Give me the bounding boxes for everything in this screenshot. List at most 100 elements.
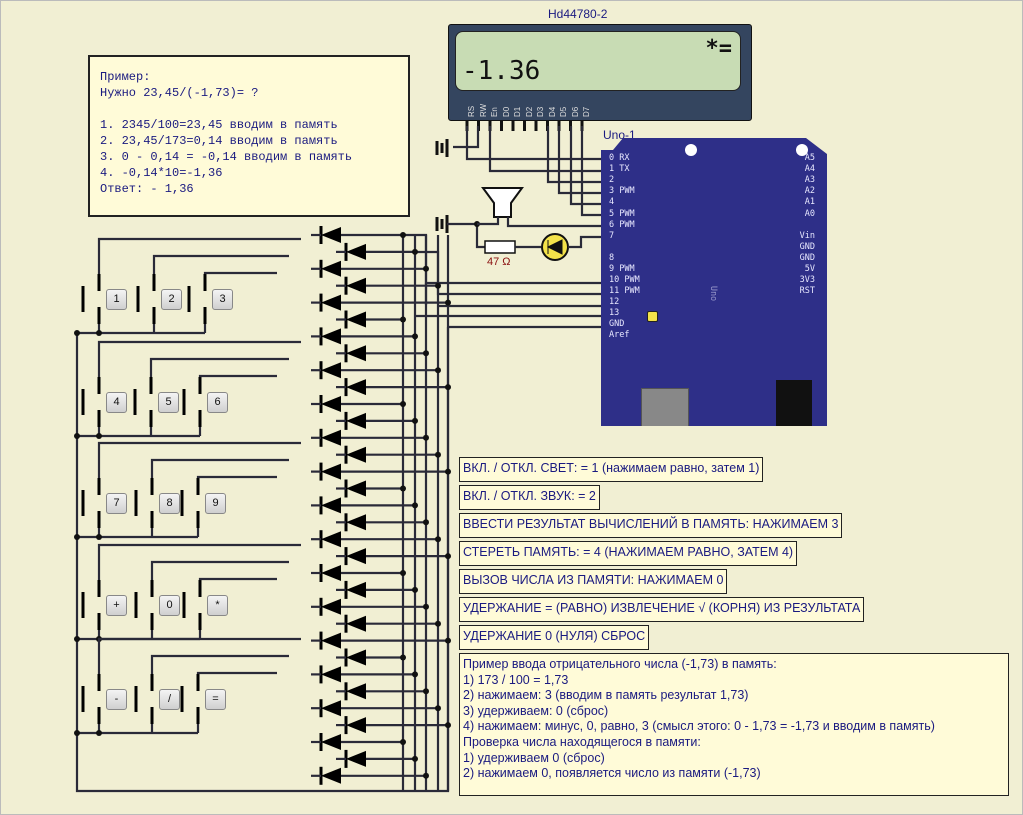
board-pin-left[interactable]: 2 — [609, 175, 615, 185]
diode-icon — [346, 717, 366, 734]
keypad-button-3[interactable]: 3 — [212, 289, 233, 310]
board-pin-right[interactable]: 5V — [804, 264, 815, 274]
negative-example-line: 4) нажимаем: минус, 0, равно, 3 (смысл э… — [463, 719, 935, 734]
board-pin-left[interactable]: 6 PWM — [609, 220, 635, 230]
diode-icon — [346, 480, 366, 497]
keypad-button-*[interactable]: * — [207, 595, 228, 616]
wire — [557, 126, 612, 195]
keypad-button-2[interactable]: 2 — [161, 289, 182, 310]
negative-example-line: 1) 173 / 100 = 1,73 — [463, 672, 569, 687]
board-pin-left[interactable]: 3 PWM — [609, 186, 635, 196]
lcd-pin-d6: D6 — [570, 106, 580, 117]
resistor-label: 47 Ω — [487, 256, 511, 268]
diode-icon — [346, 243, 366, 260]
lcd-pin-en: En — [490, 107, 499, 117]
wire — [569, 126, 612, 206]
info-box: ВВЕСТИ РЕЗУЛЬТАТ ВЫЧИСЛЕНИЙ В ПАМЯТЬ: НА… — [459, 513, 843, 538]
lcd-pin-rs: RS — [467, 105, 476, 117]
board-pin-right[interactable]: Vin — [799, 231, 815, 241]
diode-icon — [346, 548, 366, 565]
power-jack — [776, 380, 812, 426]
wire — [198, 577, 277, 581]
keypad-button-+[interactable]: + — [106, 595, 127, 616]
lcd-title: Hd44780-2 — [548, 7, 608, 21]
board-pin-right[interactable]: RST — [799, 286, 815, 296]
junction-dot — [423, 350, 429, 357]
board-pin-right[interactable]: GND — [799, 242, 815, 252]
ground-icon — [435, 139, 449, 157]
junction-dot — [400, 316, 406, 323]
keypad-button-0[interactable]: 0 — [159, 595, 180, 616]
wire — [403, 233, 612, 285]
diode-icon — [346, 581, 366, 598]
diode-icon — [321, 767, 341, 784]
board-pin-right[interactable]: GND — [799, 253, 815, 263]
keypad-button-8[interactable]: 8 — [159, 493, 180, 514]
junction-dot — [445, 637, 451, 644]
wire — [152, 254, 289, 274]
junction-dot — [423, 772, 429, 779]
junction-dot — [423, 603, 429, 610]
board-pin-left[interactable]: Aref — [609, 330, 630, 340]
board-pin-left[interactable]: 8 — [609, 253, 615, 263]
diode-icon — [346, 277, 366, 294]
keypad-button-=[interactable]: = — [205, 689, 226, 710]
board-pin-left[interactable]: 4 — [609, 197, 615, 207]
keypad-button--[interactable]: - — [106, 689, 127, 710]
junction-dot — [74, 330, 80, 336]
diode-icon — [321, 429, 341, 446]
info-box: СТЕРЕТЬ ПАМЯТЬ: = 4 (НАЖИМАЕМ РАВНО, ЗАТ… — [459, 541, 798, 566]
board-pin-left[interactable]: 5 PWM — [609, 209, 635, 219]
board-pin-right[interactable]: A4 — [804, 164, 815, 174]
keypad-button-4[interactable]: 4 — [106, 392, 127, 413]
junction-dot — [74, 636, 80, 642]
keypad-button-9[interactable]: 9 — [205, 493, 226, 514]
junction-dot — [435, 620, 441, 627]
board-pin-left[interactable]: 9 PWM — [609, 264, 635, 274]
keypad-button-1[interactable]: 1 — [106, 289, 127, 310]
junction-dot — [412, 417, 418, 424]
board-pin-left[interactable]: 13 — [609, 308, 620, 318]
keypad-button-6[interactable]: 6 — [207, 392, 228, 413]
diode-icon — [321, 598, 341, 615]
board-pin-left[interactable]: 10 PWM — [609, 275, 640, 285]
diode-icon — [321, 294, 341, 311]
junction-dot — [412, 586, 418, 593]
keypad-button-/[interactable]: / — [159, 689, 180, 710]
usb-connector — [641, 388, 689, 426]
junction-dot — [423, 434, 429, 441]
board-pin-left[interactable]: 11 PWM — [609, 286, 640, 296]
diode-icon — [321, 531, 341, 548]
junction-dot — [435, 536, 441, 543]
keypad-button-5[interactable]: 5 — [158, 392, 179, 413]
board-pin-left[interactable]: 12 — [609, 297, 620, 307]
board-pin-right[interactable]: A5 — [804, 153, 815, 163]
wire — [198, 374, 277, 378]
board-pin-right[interactable]: A1 — [804, 197, 815, 207]
diode-icon — [346, 379, 366, 396]
wire — [196, 671, 277, 675]
board-pin-left[interactable]: 1 TX — [609, 164, 630, 174]
lcd-line-2: -1.36 — [462, 56, 541, 86]
example-line: 1. 2345/100=23,45 вводим в память — [100, 118, 338, 132]
keypad-button-7[interactable]: 7 — [106, 493, 127, 514]
board-pin-left[interactable]: 7 — [609, 231, 615, 241]
wire — [75, 327, 450, 793]
junction-dot — [412, 671, 418, 678]
lcd-pin-d2: D2 — [524, 106, 534, 117]
board-pin-left[interactable]: 0 RX — [609, 153, 630, 163]
speaker-icon — [481, 187, 524, 218]
board-pin-left[interactable]: GND — [609, 319, 625, 329]
wire — [150, 458, 289, 478]
board-pin-right[interactable]: A3 — [804, 175, 815, 185]
board-pin-right[interactable]: A2 — [804, 186, 815, 196]
info-box: УДЕРЖАНИЕ = (РАВНО) ИЗВЛЕЧЕНИЕ √ (КОРНЯ)… — [459, 597, 865, 622]
wire — [465, 126, 612, 161]
info-box: ВКЛ. / ОТКЛ. СВЕТ: = 1 (нажимаем равно, … — [459, 457, 764, 482]
board-pin-right[interactable]: 3V3 — [799, 275, 815, 285]
resistor — [484, 240, 516, 254]
board-pin-right[interactable]: A0 — [804, 209, 815, 219]
